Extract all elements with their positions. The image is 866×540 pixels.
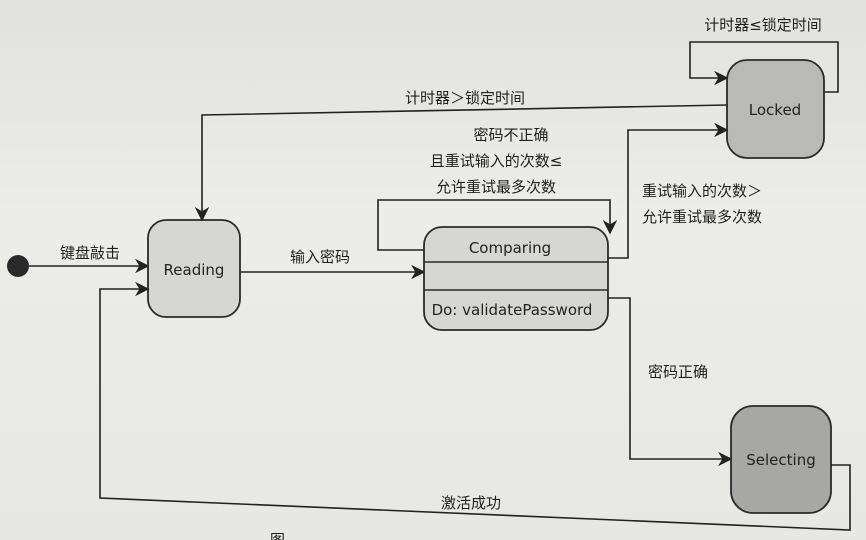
state-reading-label: Reading — [164, 261, 225, 279]
figure-caption: 图 — [270, 531, 285, 540]
state-comparing-label: Comparing — [469, 239, 551, 257]
label-initial-to-reading: 键盘敲击 — [60, 244, 120, 262]
edge-locked-to-reading — [194, 104, 728, 222]
state-comparing-activity: Do: validatePassword — [432, 301, 593, 319]
label-reading-to-comparing: 输入密码 — [290, 248, 350, 266]
label-comparing-self-2: 且重试输入的次数≤ — [430, 152, 563, 170]
label-comparing-to-selecting: 密码正确 — [648, 363, 708, 381]
label-comparing-to-locked-2: 允许重试最多次数 — [642, 208, 762, 226]
state-comparing: Comparing Do: validatePassword — [423, 226, 609, 331]
state-locked-label: Locked — [749, 101, 801, 119]
label-locked-self: 计时器≤锁定时间 — [704, 16, 822, 34]
state-selecting-label: Selecting — [746, 451, 815, 469]
edge-comparing-to-selecting — [608, 297, 733, 467]
label-comparing-to-locked-1: 重试输入的次数＞ — [642, 182, 762, 200]
label-comparing-self-3: 允许重试最多次数 — [436, 178, 556, 196]
edge-locked-self — [689, 41, 839, 93]
state-locked: Locked — [726, 59, 825, 159]
edge-selecting-to-reading — [99, 281, 851, 531]
state-reading: Reading — [147, 219, 241, 318]
state-selecting: Selecting — [730, 405, 832, 514]
edge-comparing-to-locked — [608, 122, 729, 259]
label-comparing-self-1: 密码不正确 — [473, 126, 548, 144]
edge-comparing-self — [377, 199, 618, 251]
label-selecting-to-reading: 激活成功 — [441, 494, 501, 512]
initial-state — [7, 255, 29, 277]
label-locked-to-reading: 计时器＞锁定时间 — [405, 89, 525, 107]
